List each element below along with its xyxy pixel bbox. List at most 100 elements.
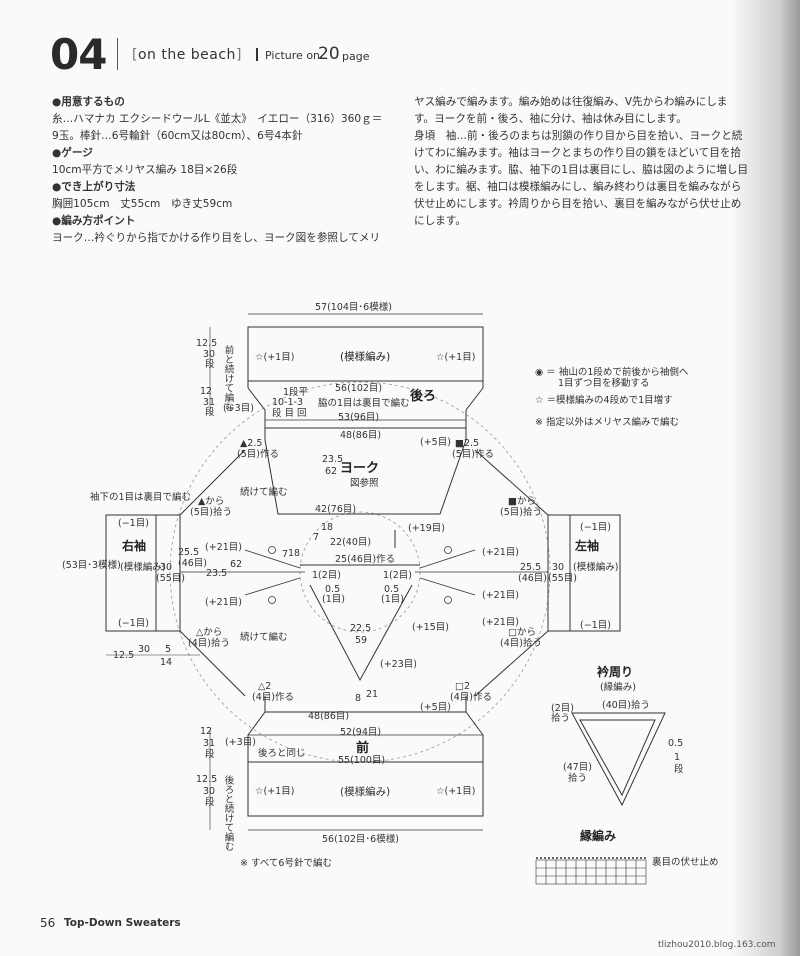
front-tri2-left: △2 [258,681,271,692]
front-note-all: ※ すべて6号針で編む [240,857,332,869]
front-tri2-right: □2 [455,681,470,692]
points-heading: ●編み方ポイント [52,215,136,227]
yoke-h62: 62 [325,466,337,477]
front-plus3: (+3目) [225,737,256,748]
right-sleeve-pattern: (模様編み) [120,561,165,573]
left-sleeve-cap [474,449,549,697]
yoke-pick-right: 1(2目) [383,570,412,581]
back-inc-left: ☆(+1目) [255,352,294,363]
back-rule-3: 段 目 回 [272,407,307,419]
edging-note: 裏目の伏せ止め [652,856,719,868]
yoke-v-neck [309,584,413,682]
right-sleeve-h62: 62 [230,559,242,570]
spoke [419,577,476,596]
left-sleeve-sq2-from: □から [508,627,536,638]
left-sleeve-body [547,514,570,632]
right-sleeve [105,449,246,697]
book-title: Top-Down Sweaters [64,917,181,929]
header-divider [117,38,118,70]
picture-page-number: 20 [318,44,340,64]
neckband-left47: (47目) [563,762,592,773]
yoke-plus23: (+23目) [380,659,417,670]
picture-page-label: page [342,50,370,63]
left-sleeve-cuff [569,514,621,632]
instructions-right: ヤス編みで編みます。編み始めは往復編み、V先からわ編みにしま す。ヨークを前・後… [414,94,748,230]
right-sleeve-title: 右袖 [121,538,146,553]
pattern-number: 04 [50,30,107,79]
yoke-plus19: (+19目) [408,523,445,534]
bracket-close: ] [235,47,242,63]
neckband-left2b: 拾う [551,712,570,724]
back-inc-right: ☆(+1目) [436,352,475,363]
yoke-plus15: (+15目) [412,622,449,633]
back-tri-left-sub: (5目)作る [237,448,279,460]
yoke-width-22: 22(40目) [330,537,371,548]
right-sleeve-h23-5: 23.5 [206,568,227,579]
left-sleeve-w25-5: 25.5 [520,562,541,573]
pattern-title: [on the beach] [132,47,242,63]
instr-right-line-5: い、わに編みます。脇、袖下の1目は裏目にし、脇は図のように増し目 [414,164,749,176]
back-top-width: 57(104目･6模様) [315,301,392,313]
page-number: 56 [40,916,56,930]
right-sleeve-len5: 5 [165,644,171,655]
yoke-small-left: 0.5 [325,584,340,595]
front-h30: 30 [203,786,215,797]
instr-right-line-2: す。ヨークを前・後ろ、袖に分け、袖は休み目にします。 [414,113,687,125]
right-sleeve-cont2: 続けて編む [240,631,288,643]
yoke-h18: 18 [321,522,333,533]
front-width-52: 52(94目) [340,727,381,738]
left-sleeve-sq2-pick: (4目)拾う [500,637,542,649]
back-width-53: 53(96目) [338,412,379,423]
left-sleeve-plus21-mid: (+21目) [482,590,519,601]
yoke-width-42: 42(76目) [315,504,356,515]
back-rule-2: 10-1-3 [272,397,303,408]
spoke [244,577,301,596]
left-sleeve-minus1-top: (−1目) [580,522,611,533]
back-width-56: 56(102目) [335,383,382,394]
back-pattern-label: (模様編み) [340,350,390,363]
neckband-title: 衿周り [597,664,633,679]
yoke-pick-left: 1(2目) [312,570,341,581]
front-h12: 12 [200,726,212,737]
back-side-note: 脇の1目は裏目で編む [318,397,410,409]
right-sleeve-minus1-bot: (−1目) [118,618,149,629]
back-h30: 30 [203,349,215,360]
neckband-sub: (縁編み) [600,681,636,693]
right-sleeve-w25-5: 25.5 [178,547,199,558]
instr-right-line-3: 身頃 袖…前・後ろのまちは別鎖の作り目から目を拾い、ヨークと続 [414,130,743,142]
front-same-back: 後ろと同じ [258,747,306,759]
left-sleeve-h55: (55目) [548,573,577,584]
size-line: 胸囲105cm 丈55cm ゆき丈59cm [52,198,233,210]
legend-line-1a: ◉ ＝ 袖山の1段めで前後から袖側へ [535,366,689,378]
instr-right-line-8: にします。 [414,215,466,227]
yoke-back-outline [264,439,467,515]
materials-line-2: 9玉。棒針…6号輪針（60cm又は80cm）、6号4本針 [52,130,303,142]
edging-title: 縁編み [580,828,616,843]
front-inc-left: ☆(+1目) [255,786,294,797]
marker-circle [268,596,276,604]
neckband-top: (40目)拾う [602,699,650,711]
edging-grid [535,859,647,885]
yoke-shape [264,439,467,682]
front-bottom-width: 56(102目･6模様) [322,833,399,845]
yoke-d18-side: 18 [288,548,300,559]
right-sleeve-plus21-top: (+21目) [205,542,242,553]
legend-line-3: ※ 指定以外はメリヤス編みで編む [535,416,679,428]
neckband-left2: (2目) [551,703,574,714]
right-sleeve-w53: (53目･3模様) [62,559,121,571]
neckband-left47b: 拾う [568,772,587,784]
gauge-line: 10cm平方でメリヤス編み 18目×26段 [52,164,238,176]
yoke-h23-5: 23.5 [322,454,343,465]
back-note-front: 前と続けて編む [223,344,235,411]
yoke-small-right: 0.5 [384,584,399,595]
right-sleeve-cont: 続けて編む [240,486,288,498]
left-sleeve-minus1-bot: (−1目) [580,620,611,631]
marker-circle [268,546,276,554]
right-sleeve-tri2-from: △から [196,627,222,638]
back-side-lines [264,428,467,440]
yoke-spokes [180,549,548,596]
back-dan-1: 段 [205,358,215,370]
move-markers [268,546,452,604]
back-tri-right-sub: (5目)作る [452,448,494,460]
yoke-h8: 8 [355,693,361,704]
